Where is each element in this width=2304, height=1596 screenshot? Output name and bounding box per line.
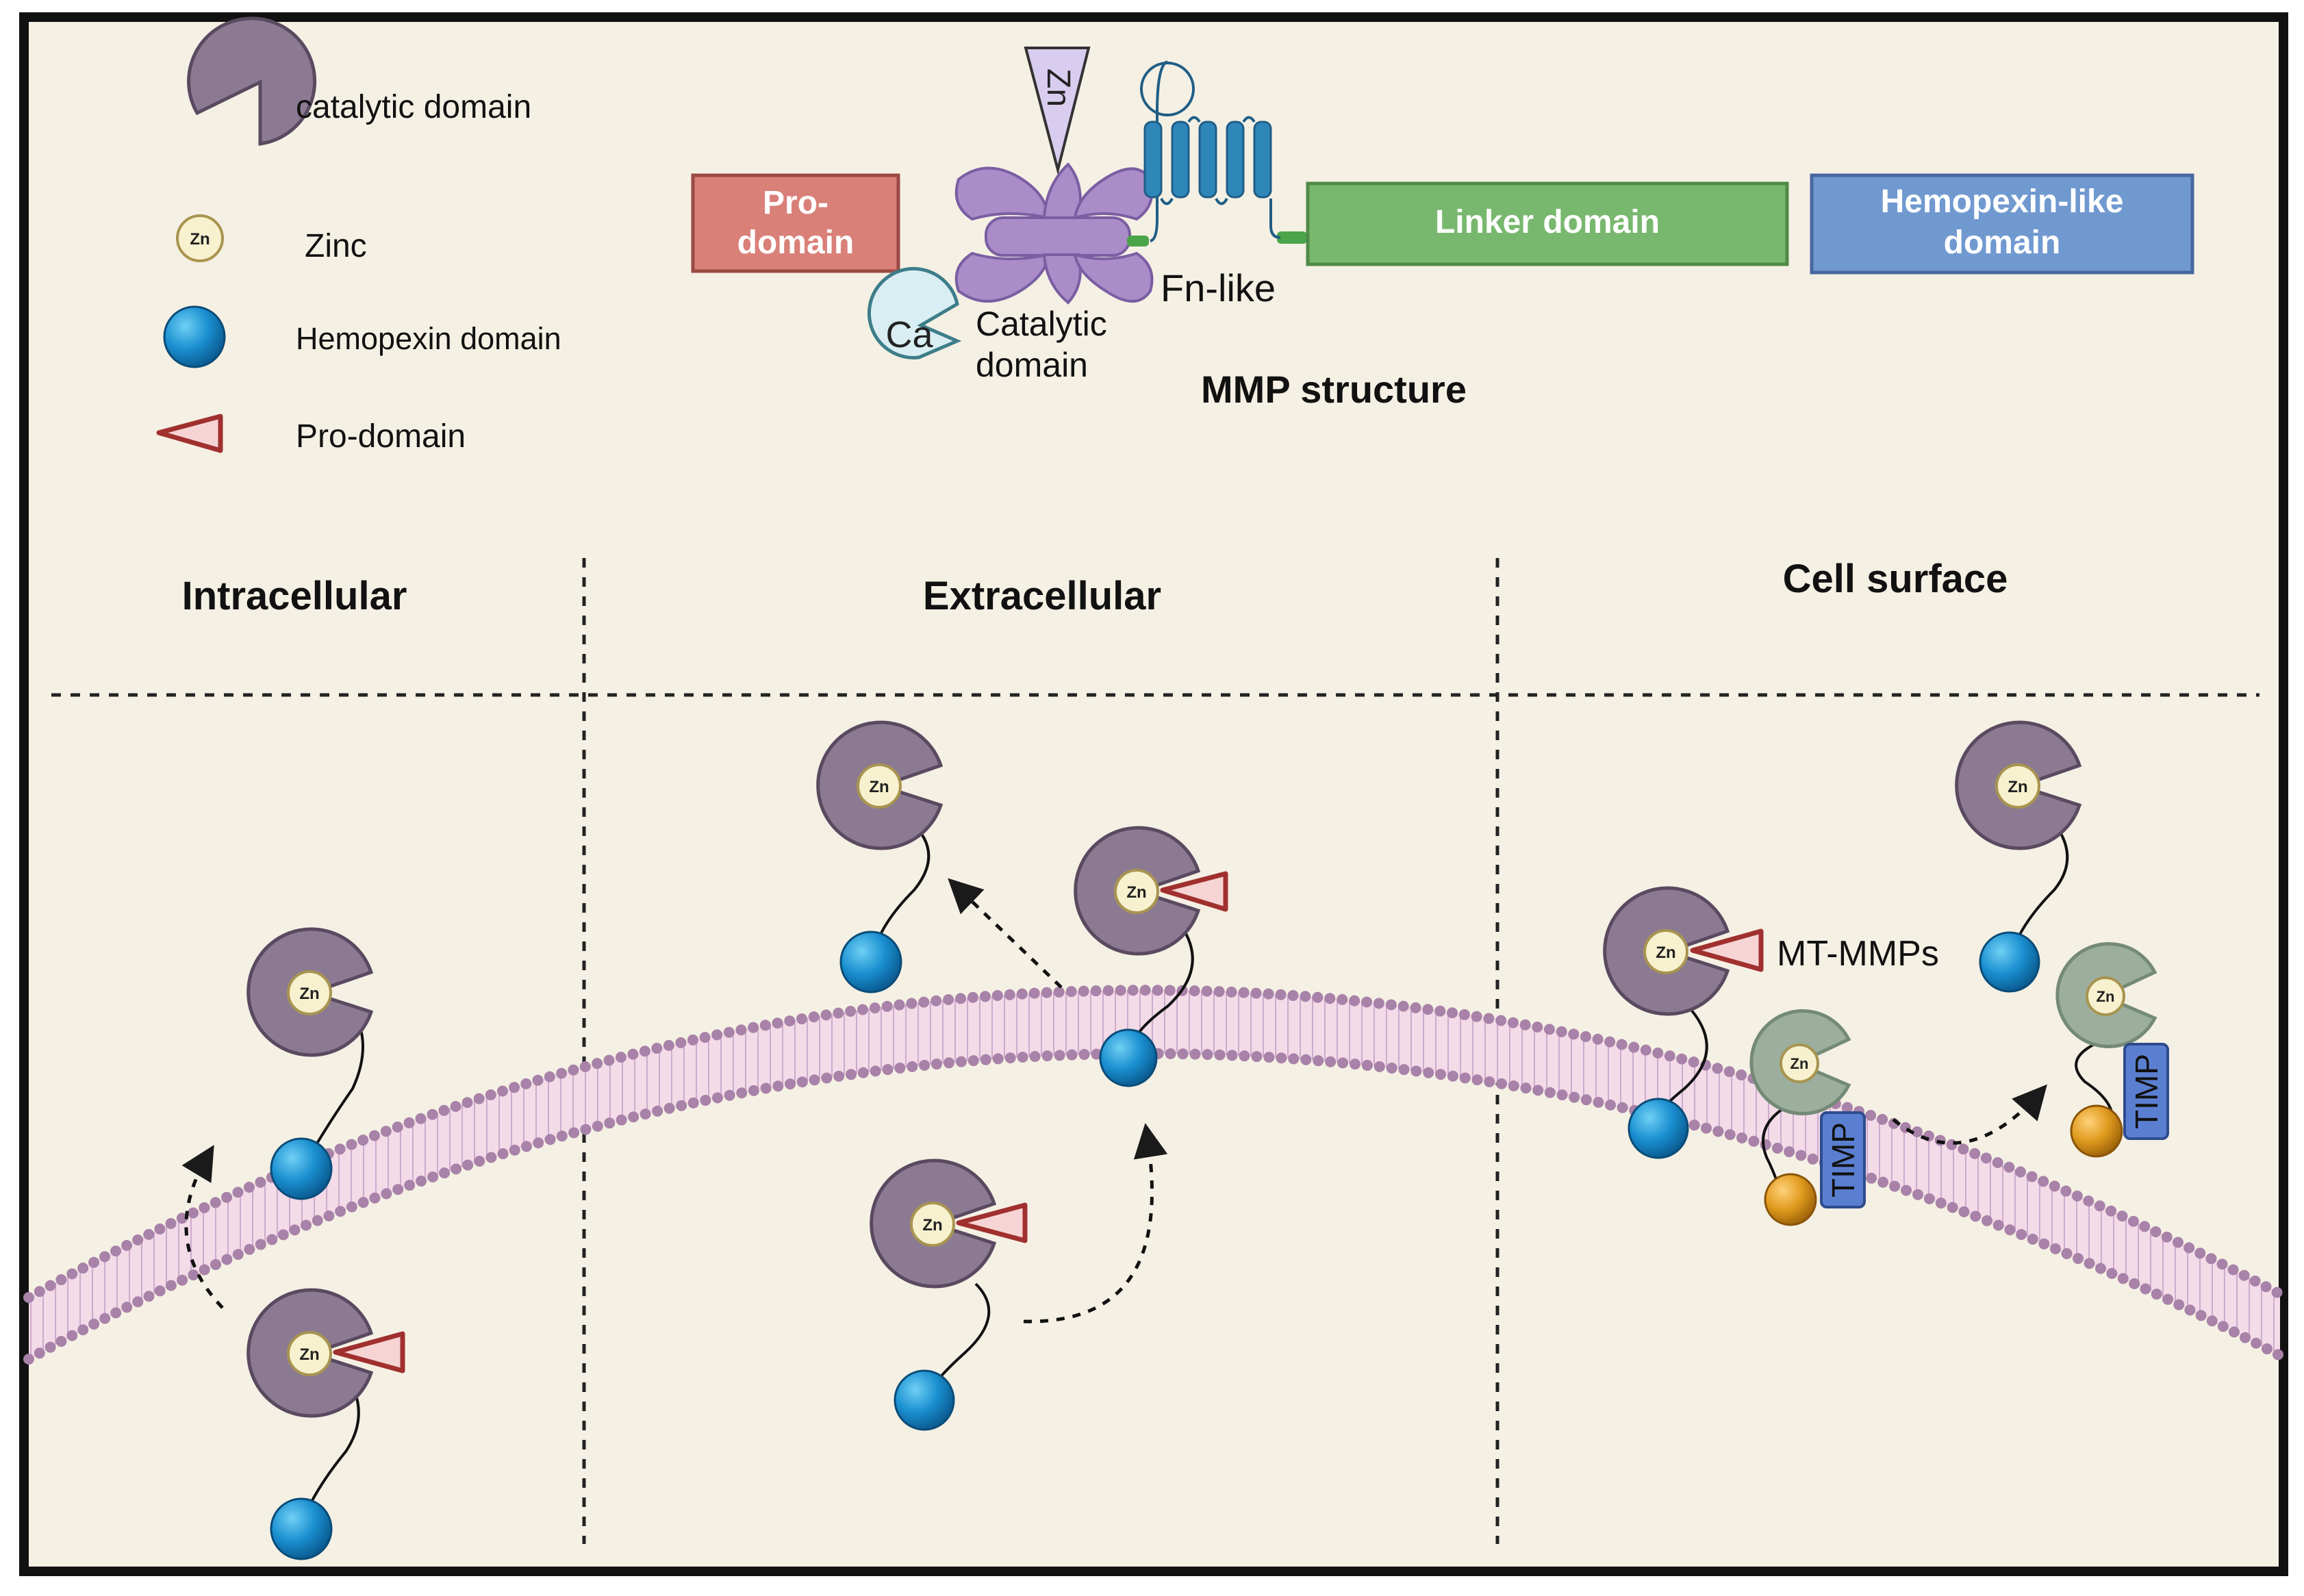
section-dividers — [51, 558, 2259, 1544]
zinc-icon-label: Zn — [1790, 1055, 1809, 1072]
catalytic-domain-line1: Catalytic — [976, 305, 1107, 343]
section-intracellular-title: Intracellular — [182, 574, 407, 618]
legend-catalytic-label: catalytic domain — [296, 89, 531, 125]
pro-domain-icon — [1160, 871, 1228, 912]
zinc-icon — [1995, 763, 2040, 809]
hemopexin-ball-icon — [270, 1137, 333, 1200]
catalytic-domain-protein-icon — [954, 162, 1154, 305]
timp-label: TIMP — [1825, 1122, 1861, 1198]
zinc-icon — [1643, 929, 1688, 974]
zinc-legend-icon — [176, 214, 224, 262]
fn-connector-left — [1127, 236, 1149, 246]
inhibited-catalytic-domain-icon — [1749, 1009, 1851, 1115]
inhibited-catalytic-domain-icon — [2055, 942, 2157, 1048]
timp-label: TIMP — [2129, 1054, 2164, 1129]
zinc-icon — [1114, 869, 1159, 914]
cell-surface-released-timp-complex: Zn TIMP — [2055, 942, 2169, 1158]
calcium-label: Ca — [885, 314, 933, 355]
legend: catalytic domain Zn Zinc Hemopexin domai… — [156, 16, 561, 455]
hemopexin-ball-icon — [1099, 1028, 1158, 1087]
extracellular-released-mmp: Zn — [816, 720, 944, 993]
zinc-icon-label: Zn — [299, 1345, 319, 1364]
pro-domain-icon — [956, 1202, 1028, 1243]
zinc-icon-label: Zn — [1656, 943, 1675, 962]
fn-connector-right — [1277, 231, 1307, 244]
legend-zinc-label: Zinc — [305, 228, 367, 264]
hemopexin-like-box — [1810, 173, 2194, 275]
cell-surface-released-mmp: Zn — [1955, 720, 2082, 993]
legend-prodomain-label: Pro-domain — [296, 418, 466, 455]
hemopexin-ball-icon — [894, 1369, 955, 1431]
extracellular-secreted-pro-mmp: Zn — [870, 1158, 1028, 1431]
zinc-icon — [1780, 1043, 1819, 1083]
zinc-icon — [287, 970, 332, 1015]
pro-domain-line2: domain — [737, 225, 854, 261]
intracellular-pro-mmp: Zn — [246, 1288, 405, 1560]
hemopexin-legend-icon — [163, 305, 226, 368]
timp-ball-icon — [1764, 1173, 1817, 1226]
hemopexin-ball-icon — [1979, 931, 2040, 993]
zinc-icon — [857, 763, 902, 809]
fn-like-label: Fn-like — [1161, 266, 1276, 309]
extracellular-anchored-pro-mmp: Zn — [1074, 826, 1228, 1087]
background-panel — [19, 12, 2288, 1576]
mmp-structure-title: MMP structure — [1201, 368, 1467, 411]
release-arrow — [948, 878, 1063, 989]
timp-box — [2123, 1043, 2169, 1140]
zinc-icon-label: Zn — [299, 985, 319, 1003]
hemopexin-like-line1: Hemopexin-like — [1881, 183, 2124, 220]
hemopexin-ball-icon — [839, 930, 902, 993]
mmp-structure: Pro- domain Zn Ca Catalytic domain — [691, 47, 2194, 411]
timp-arrow — [1892, 1084, 2047, 1145]
zinc-triangle-label: Zn — [1040, 68, 1076, 107]
cell-surface-timp-complex: Zn TIMP — [1749, 1009, 1866, 1226]
legend-hemopexin-label: Hemopexin domain — [296, 321, 561, 356]
secretion-arrow — [1023, 1123, 1168, 1323]
linker-domain-label: Linker domain — [1435, 204, 1660, 240]
zinc-icon-label: Zn — [2008, 778, 2027, 796]
zinc-icon-label: Zn — [922, 1216, 942, 1234]
zinc-icon-label: Zn — [869, 778, 889, 796]
calcium-domain-icon — [867, 266, 962, 359]
catalytic-domain-legend-icon — [187, 16, 317, 146]
zinc-icon — [2086, 976, 2125, 1016]
zinc-triangle-icon — [1024, 47, 1091, 175]
pro-domain-box — [691, 173, 900, 273]
zinc-legend-icon-label: Zn — [190, 230, 210, 249]
cell-surface-mt-mmp: Zn — [1603, 886, 1764, 1159]
pro-domain-icon — [1690, 928, 1764, 972]
zinc-icon-label: Zn — [1126, 883, 1146, 902]
zinc-icon — [287, 1331, 332, 1376]
prodomain-legend-icon — [156, 414, 223, 453]
intracellular-active-mmp: Zn — [246, 927, 374, 1200]
section-cell-surface-title: Cell surface — [1783, 557, 2008, 601]
intracellular-arrow — [181, 1145, 224, 1309]
pro-domain-icon — [333, 1331, 405, 1373]
catalytic-domain-line2: domain — [976, 346, 1088, 384]
zinc-icon-label: Zn — [2097, 988, 2115, 1005]
pro-domain-line1: Pro- — [763, 185, 828, 221]
hemopexin-ball-icon — [270, 1497, 333, 1560]
zinc-icon — [910, 1202, 955, 1247]
mt-mmps-label: MT-MMPs — [1777, 934, 1939, 974]
hemopexin-ball-icon — [1628, 1098, 1689, 1159]
hemopexin-like-line2: domain — [1944, 225, 2061, 261]
section-extracellular-title: Extracellular — [923, 574, 1161, 618]
linker-domain-box — [1306, 181, 1789, 266]
timp-box — [1820, 1111, 1866, 1208]
timp-ball-icon — [2070, 1104, 2123, 1158]
fn-like-icon — [1140, 60, 1281, 242]
